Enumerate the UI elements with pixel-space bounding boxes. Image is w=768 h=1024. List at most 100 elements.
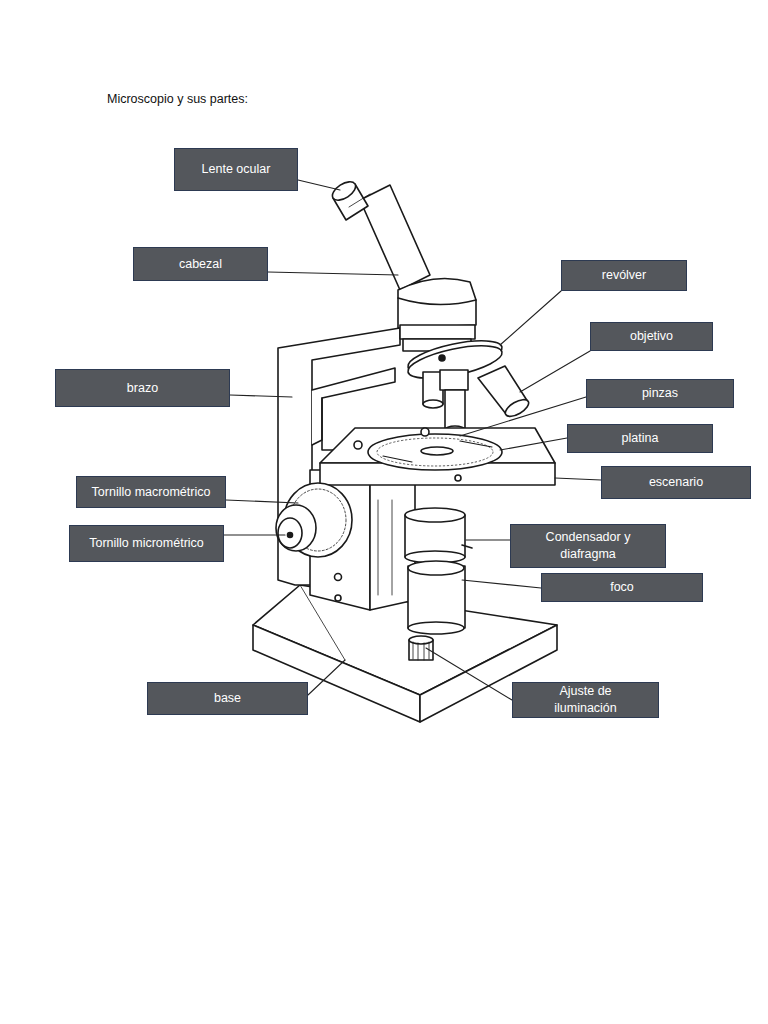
objective-drawing (423, 366, 531, 434)
label-box: brazo (55, 369, 230, 407)
objective-drawing-ellipse (503, 396, 532, 419)
leader-lines-line (426, 648, 512, 700)
leader-lines-line (500, 438, 567, 450)
label-box: pinzas (586, 379, 734, 408)
label-box: escenario (601, 466, 751, 499)
objective-drawing-rect (440, 370, 468, 390)
leader-lines-line (462, 580, 541, 588)
stage-drawing-circle (455, 475, 461, 481)
label-box: cabezal (133, 247, 268, 281)
stage-drawing-line (460, 441, 492, 447)
label-text-group: foco (610, 579, 634, 596)
arm-drawing-line (378, 500, 379, 595)
illumination-knob-drawing-line (418, 643, 419, 660)
part-label: revólver (602, 267, 646, 284)
label-text-group: brazo (127, 380, 158, 397)
focus-knob-drawing-ellipse (276, 505, 316, 551)
condenser-drawing (405, 508, 472, 563)
label-text-group: objetivo (630, 328, 673, 345)
label-box: Ajuste de iluminación (512, 682, 659, 718)
focus-knob-drawing-ellipse (278, 518, 302, 548)
part-label: objetivo (630, 328, 673, 345)
eyepiece-drawing (329, 178, 430, 290)
part-label: platina (622, 430, 659, 447)
label-text-group: escenario (649, 474, 703, 491)
label-text-group: Tornillo micrométrico (89, 535, 204, 552)
label-text-group: base (214, 690, 241, 707)
part-label: Ajuste de iluminación (527, 683, 644, 717)
eyepiece-drawing-line (349, 194, 370, 207)
label-text-group: Lente ocular (202, 161, 271, 178)
part-label: Condensador y diafragma (525, 529, 651, 563)
illumination-knob-drawing (409, 636, 433, 660)
lamp-drawing-ellipse (408, 622, 464, 634)
label-text-group: Tornillo macrométrico (92, 484, 211, 501)
illumination-knob-drawing-line (413, 642, 414, 659)
leader-lines-line (224, 534, 285, 535)
lamp-drawing (408, 561, 465, 634)
arm-drawing-circle (335, 574, 342, 581)
revolver-drawing-circle (439, 355, 445, 361)
eyepiece-drawing-ellipse (329, 178, 358, 204)
stage-drawing-ellipse (368, 434, 502, 470)
part-label: Tornillo macrométrico (92, 484, 211, 501)
lamp-drawing-ellipse (408, 561, 464, 575)
leader-lines-line (230, 395, 292, 397)
label-box: foco (541, 573, 703, 602)
label-box: Condensador y diafragma (510, 524, 666, 568)
leader-lines-line (298, 180, 340, 190)
condenser-drawing-line (462, 545, 472, 548)
page-title: Microscopio y sus partes: (107, 92, 248, 106)
leader-lines-line (466, 539, 510, 540)
objective-drawing-rect (445, 390, 465, 430)
arm-drawing-path (322, 398, 340, 450)
label-box: Lente ocular (174, 148, 298, 191)
label-box: objetivo (590, 322, 713, 351)
label-box: Tornillo micrométrico (69, 525, 224, 562)
stage-drawing-line (383, 456, 412, 462)
stage-drawing-ellipse (421, 447, 453, 455)
leader-lines-line (500, 291, 561, 345)
part-label: pinzas (642, 385, 678, 402)
leader-lines (224, 180, 601, 700)
stage-drawing-circle (421, 428, 429, 436)
label-text-group: Condensador y diafragma (525, 529, 651, 563)
leader-lines-line (555, 478, 601, 480)
focus-knob-drawing-circle (288, 533, 293, 538)
leader-lines-line (308, 660, 345, 695)
part-label: Lente ocular (202, 161, 271, 178)
part-label: Tornillo micrométrico (89, 535, 204, 552)
leader-lines-line (268, 272, 398, 275)
label-text-group: Ajuste de iluminación (527, 683, 644, 717)
stage-drawing-ellipse (377, 438, 493, 466)
head-drawing-rect (400, 325, 475, 339)
leader-lines-line (520, 351, 590, 392)
part-label: brazo (127, 380, 158, 397)
focus-knob-drawing (276, 483, 352, 557)
objective-drawing-ellipse (423, 400, 443, 408)
label-text-group: pinzas (642, 385, 678, 402)
arm-drawing-circle (335, 595, 341, 601)
leader-lines-line (226, 500, 298, 503)
label-box: platina (567, 424, 713, 453)
head-drawing-path (398, 298, 476, 305)
head-drawing (398, 278, 476, 351)
label-text-group: platina (622, 430, 659, 447)
label-box: base (147, 682, 308, 715)
arm-drawing-line (392, 500, 393, 595)
part-label: foco (610, 579, 634, 596)
condenser-drawing-ellipse (405, 508, 465, 522)
part-label: cabezal (179, 256, 222, 273)
stage-drawing (320, 428, 555, 485)
label-text-group: cabezal (179, 256, 222, 273)
label-box: Tornillo macrométrico (76, 476, 226, 508)
label-box: revólver (561, 260, 687, 291)
part-label: escenario (649, 474, 703, 491)
head-drawing-path (398, 278, 476, 328)
part-label: base (214, 690, 241, 707)
stage-drawing-circle (354, 441, 362, 449)
illumination-knob-drawing-line (424, 643, 425, 660)
label-text-group: revólver (602, 267, 646, 284)
